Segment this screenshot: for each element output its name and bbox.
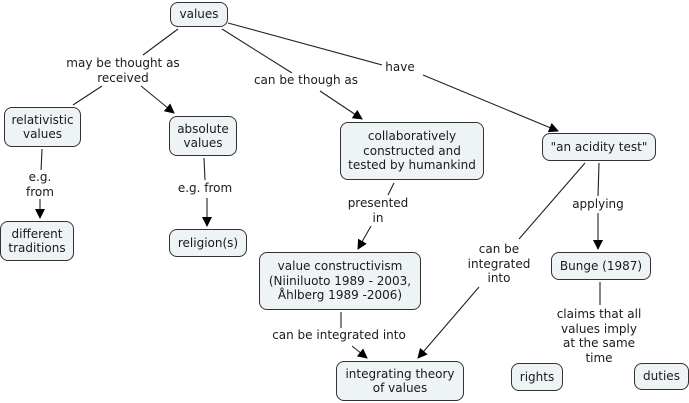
edge-relativistic-egfrom xyxy=(40,148,43,173)
edge-presented-constructivism xyxy=(357,225,372,250)
concept-religions[interactable]: religion(s) xyxy=(169,229,247,257)
concept-bunge[interactable]: Bunge (1987) xyxy=(551,252,651,280)
concept-values[interactable]: values xyxy=(170,2,228,27)
link-label-presented-in: presented in xyxy=(345,196,411,225)
concept-different-traditions[interactable]: different traditions xyxy=(0,221,74,261)
concept-acidity-test[interactable]: "an acidity test" xyxy=(542,133,656,161)
edge-integrated2-integrating xyxy=(417,286,480,359)
link-label-eg-from-1: e.g. from xyxy=(24,170,56,199)
edge-acidity-integrated xyxy=(518,162,586,240)
concept-rights[interactable]: rights xyxy=(511,363,563,391)
link-label-though-as: can be though as xyxy=(251,73,361,88)
link-label-applying: applying xyxy=(570,197,626,212)
concept-value-constructivism[interactable]: value constructivism (Niiniluoto 1989 - … xyxy=(259,252,421,310)
edge-collab-presented xyxy=(387,182,395,196)
edge-acidity-applying xyxy=(597,162,600,197)
link-label-received: may be thought as received xyxy=(64,56,182,85)
edge-absolute-egfrom xyxy=(203,157,206,181)
concept-collaboratively-constructed[interactable]: collaboratively constructed and tested b… xyxy=(340,122,484,180)
link-label-eg-from-2: e.g. from xyxy=(175,181,235,196)
concept-relativistic-values[interactable]: relativistic values xyxy=(4,107,81,147)
edge-received-relativistic xyxy=(72,85,103,106)
edge-values-have xyxy=(227,22,383,66)
link-label-claims: claims that all values imply at the same… xyxy=(554,307,644,365)
concept-absolute-values[interactable]: absolute values xyxy=(169,116,237,156)
concept-integrating-theory[interactable]: integrating theory of values xyxy=(336,361,464,401)
edge-received-absolute xyxy=(140,85,175,114)
edge-have-acidity xyxy=(422,74,559,133)
link-label-integrated-2: can be integrated into xyxy=(465,242,533,286)
link-label-integrated-1: can be integrated into xyxy=(270,328,408,343)
edge-values-received xyxy=(142,28,179,56)
edge-thoughas-collab xyxy=(319,90,363,120)
edge-values-thoughas xyxy=(221,28,293,74)
edge-integrated-integrating xyxy=(351,345,368,359)
concept-duties[interactable]: duties xyxy=(634,363,689,390)
link-label-have: have xyxy=(383,60,417,75)
